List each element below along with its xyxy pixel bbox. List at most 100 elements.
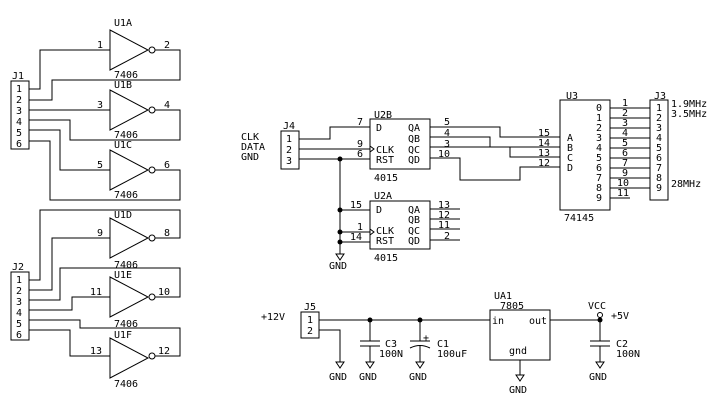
svg-text:6: 6 <box>357 149 363 160</box>
u2a-ref: U2A <box>374 191 392 202</box>
u1c-out-pin: 6 <box>164 160 170 171</box>
wire-j1-4-u1b <box>29 109 181 141</box>
j5-connector <box>300 311 320 339</box>
j4-pin-3: 3 <box>286 156 292 167</box>
svg-text:8: 8 <box>656 173 662 184</box>
svg-text:GND: GND <box>509 385 527 396</box>
clock-marker <box>369 145 375 153</box>
u1f-bubble <box>148 352 156 360</box>
u1c-in-pin: 5 <box>97 160 103 171</box>
u2b-part: 4015 <box>374 173 398 184</box>
u2a-qd: QD <box>408 236 420 247</box>
u1f-in-pin: 13 <box>90 346 102 357</box>
wire-j4-data-d <box>299 126 370 140</box>
j3-label-28mhz: 28MHz <box>671 179 701 190</box>
u1d-in-pin: 9 <box>97 228 103 239</box>
svg-text:4: 4 <box>622 128 628 139</box>
svg-text:11: 11 <box>617 188 629 199</box>
svg-text:4: 4 <box>656 133 662 144</box>
u2b-qd: QD <box>408 155 420 166</box>
wire-qc-c <box>430 146 560 158</box>
svg-text:9: 9 <box>596 193 602 204</box>
svg-text:15: 15 <box>538 128 550 139</box>
u2b-ref: U2B <box>374 110 392 121</box>
j4-connector <box>280 130 300 170</box>
j5-ref: J5 <box>304 302 316 313</box>
u3-input-a: A <box>567 133 573 144</box>
svg-text:8: 8 <box>596 183 602 194</box>
svg-text:7: 7 <box>656 163 662 174</box>
u2b-qb: QB <box>408 134 420 145</box>
junction <box>337 156 343 162</box>
u1e-in-pin: 11 <box>90 287 102 298</box>
svg-text:5: 5 <box>656 143 662 154</box>
svg-text:2: 2 <box>596 123 602 134</box>
j2-pin-5: 5 <box>16 319 22 330</box>
u2b-clk: CLK <box>376 145 394 156</box>
svg-text:5: 5 <box>596 153 602 164</box>
svg-text:15: 15 <box>350 200 362 211</box>
svg-text:1: 1 <box>596 113 602 124</box>
wire-j1-5-u1c <box>29 129 110 171</box>
svg-text:3: 3 <box>656 123 662 134</box>
wire-j1-2-u1a <box>29 49 181 101</box>
j1-connector <box>10 80 30 150</box>
j4-ref: J4 <box>283 121 295 132</box>
wire-j1-6-u1c <box>29 140 181 201</box>
gnd-symbol <box>415 361 425 369</box>
svg-text:7: 7 <box>622 158 628 169</box>
u1f-ref: U1F <box>114 330 132 341</box>
svg-text:12: 12 <box>438 210 450 221</box>
gnd-symbol <box>365 361 375 369</box>
j1-pin-1: 1 <box>16 84 22 95</box>
u1c-inverter <box>109 149 150 191</box>
ua1-pin-gnd: gnd <box>509 346 527 357</box>
gnd-symbol <box>515 374 525 382</box>
c1-value: 100uF <box>437 349 467 360</box>
j1-ref: J1 <box>12 71 24 82</box>
ua1-pin-in: in <box>492 316 504 327</box>
j3-label-1-9mhz: 1.9MHz <box>671 99 707 110</box>
svg-text:5: 5 <box>444 117 450 128</box>
u1a-bubble <box>148 46 156 54</box>
c2-ref: C2 <box>616 339 628 350</box>
ua1-regulator <box>489 309 551 361</box>
junction <box>337 229 343 235</box>
ua1-ref: UA1 <box>494 291 512 302</box>
svg-text:6: 6 <box>656 153 662 164</box>
wire-qa-a <box>430 126 560 138</box>
svg-text:7: 7 <box>357 117 363 128</box>
gnd-symbol <box>595 361 605 369</box>
svg-text:4: 4 <box>444 128 450 139</box>
j3-connector <box>649 99 669 201</box>
j3-label-3-5mhz: 3.5MHz <box>671 109 707 120</box>
wire-j1-1-u1a <box>29 49 110 90</box>
u1d-inverter <box>109 217 150 259</box>
junction <box>337 239 343 245</box>
u1c-ref: U1C <box>114 140 132 151</box>
junction <box>337 207 343 213</box>
j1-pin-2: 2 <box>16 95 22 106</box>
u1c-part: 7406 <box>114 190 138 201</box>
svg-text:9: 9 <box>656 183 662 194</box>
ua1-pin-out: out <box>529 316 547 327</box>
wire-j2-6-u1f <box>29 329 110 357</box>
u3-input-b: B <box>567 143 573 154</box>
svg-text:7: 7 <box>596 173 602 184</box>
vcc-terminal <box>597 312 603 318</box>
wire-j2-1-u1d <box>29 209 181 281</box>
u1e-ref: U1E <box>114 270 132 281</box>
u1d-ref: U1D <box>114 210 132 221</box>
c2-value: 100N <box>616 349 640 360</box>
vcc-label: VCC <box>588 301 606 312</box>
u1b-bubble <box>148 106 156 114</box>
svg-text:10: 10 <box>617 178 629 189</box>
svg-text:GND: GND <box>359 372 377 383</box>
svg-text:GND: GND <box>589 372 607 383</box>
supply-12v-label: +12V <box>261 312 285 323</box>
u2a-qa: QA <box>408 205 420 216</box>
j2-connector <box>10 271 30 341</box>
j4-signal-clk: CLK <box>241 132 259 143</box>
u1f-inverter <box>109 337 150 379</box>
u1a-in-pin: 1 <box>97 40 103 51</box>
